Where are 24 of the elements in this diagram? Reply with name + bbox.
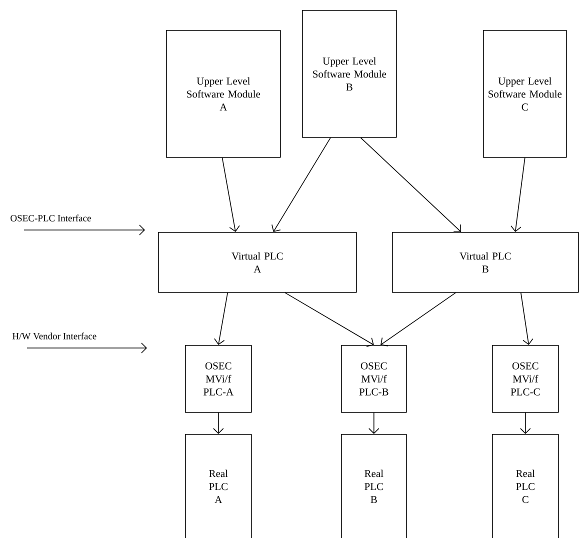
arrow: [214, 292, 228, 345]
interface-box: OSEC MVi/f PLC-B: [341, 345, 407, 413]
arrow: [510, 157, 526, 232]
real-plc-box: Real PLC C: [492, 434, 559, 538]
interface-label: OSEC-PLC Interface: [10, 214, 91, 222]
arrow: [360, 137, 462, 232]
real-plc-box: Real PLC B: [341, 434, 407, 538]
real-plc-box: Real PLC A: [185, 434, 252, 538]
module-box: Upper Level Software Module A: [166, 30, 281, 158]
arrow: [284, 292, 374, 347]
arrow: [380, 292, 456, 346]
arrow: [272, 137, 331, 232]
arrow: [213, 412, 224, 434]
interface-box: OSEC MVi/f PLC-A: [185, 345, 252, 413]
interface-label: H/W Vendor Interface: [12, 332, 96, 340]
arrow: [368, 412, 380, 434]
arrow: [222, 157, 240, 232]
arrow: [520, 412, 531, 434]
virtual-plc-box: Virtual PLC B: [392, 232, 579, 293]
module-box: Upper Level Software Module C: [483, 30, 567, 158]
module-box: Upper Level Software Module B: [302, 10, 397, 138]
interface-box: OSEC MVi/f PLC-C: [492, 345, 559, 413]
arrow: [520, 292, 534, 345]
virtual-plc-box: Virtual PLC A: [158, 232, 357, 293]
